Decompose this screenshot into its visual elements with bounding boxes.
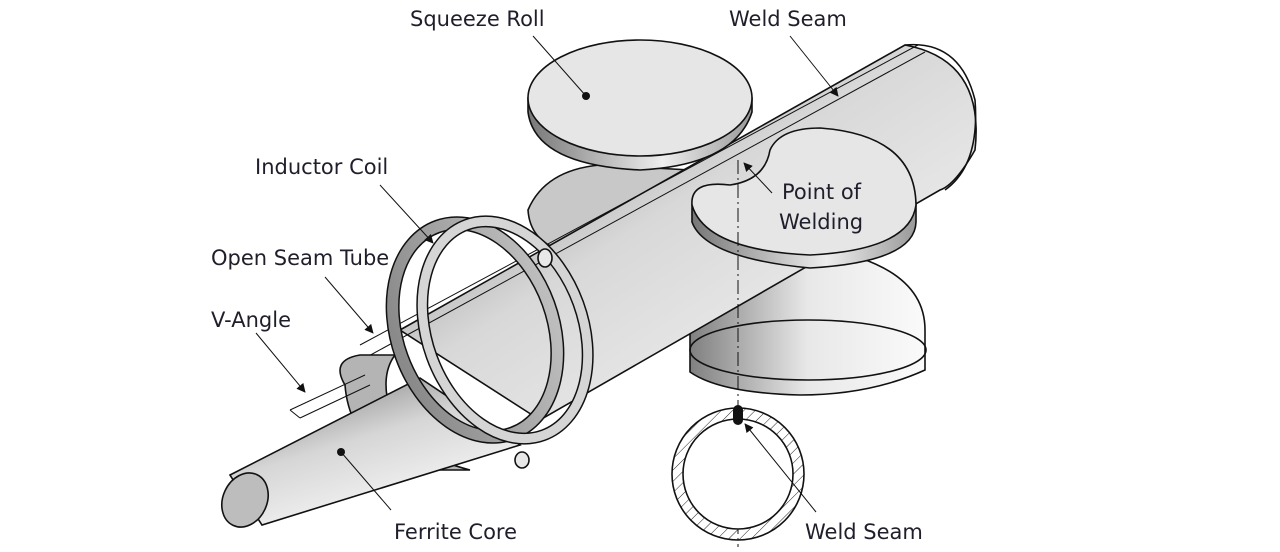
squeeze-roll-right [691,127,917,269]
label-weld-seam-top: Weld Seam [729,7,847,31]
label-inductor-coil: Inductor Coil [255,155,388,179]
label-point-of-welding-2: Welding [779,210,863,234]
leader-lines [255,35,839,513]
label-point-of-welding-1: Point of [782,180,862,204]
label-weld-seam-section: Weld Seam [805,520,923,544]
inductor-coil [385,215,594,469]
weld-bead [733,405,743,425]
label-squeeze-roll: Squeeze Roll [410,7,545,31]
label-open-seam-tube: Open Seam Tube [211,246,389,270]
label-v-angle: V-Angle [211,308,291,332]
label-ferrite-core: Ferrite Core [394,520,517,544]
tube-cross-section [671,405,805,541]
squeeze-roll-upper [527,39,753,171]
v-angle-marker [289,374,371,419]
